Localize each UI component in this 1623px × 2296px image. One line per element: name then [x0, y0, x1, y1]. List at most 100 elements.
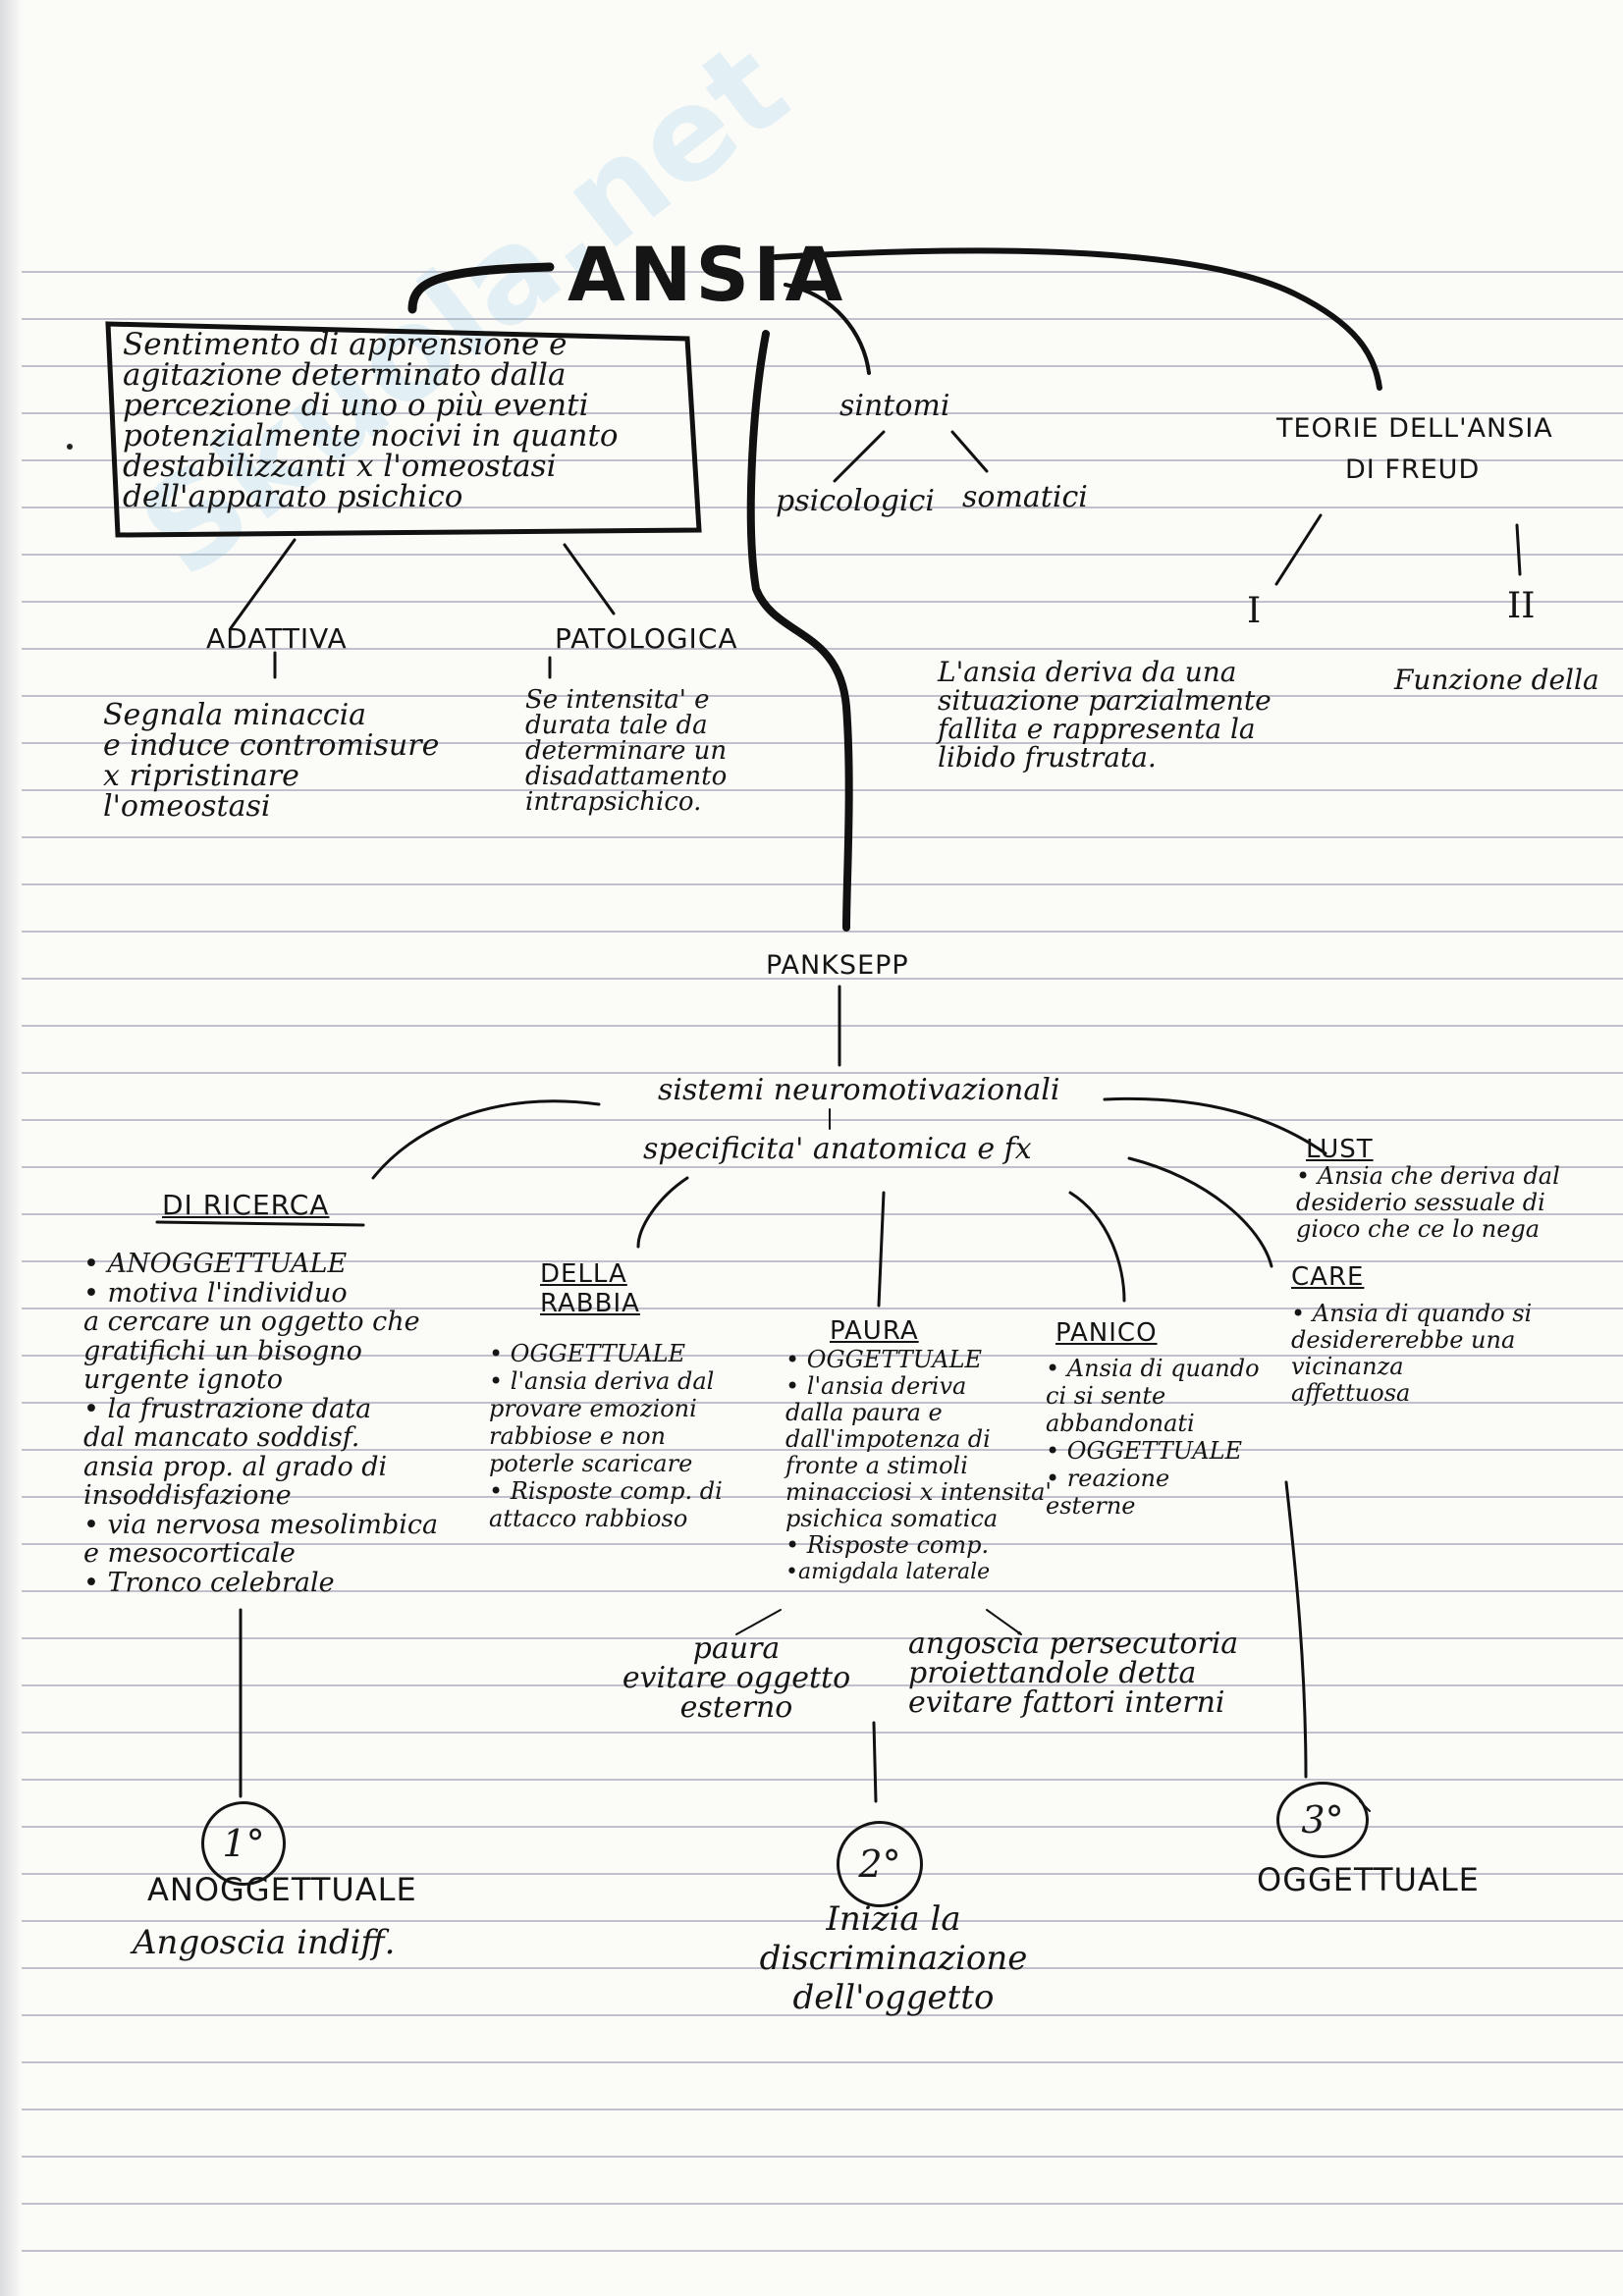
- adattiva-text: Segnala minaccia e induce contromisure x…: [103, 700, 439, 822]
- paura-item: psichica somatica: [785, 1505, 999, 1532]
- stage-2-circle: 2°: [837, 1821, 923, 1907]
- paura-item: •amigdala laterale: [785, 1560, 991, 1584]
- rabbia-item: provare emozioni: [489, 1395, 697, 1422]
- patologica-text: Se intensita' e durata tale da determina…: [525, 687, 727, 815]
- care-label: CARE: [1291, 1262, 1365, 1292]
- care-list: • Ansia di quando si desidererebbe una v…: [1291, 1301, 1532, 1407]
- care-item: desidererebbe una: [1291, 1326, 1516, 1354]
- paura-split-line: evitare fattori interni: [908, 1685, 1225, 1720]
- lust-item: • Ansia che deriva dal: [1296, 1162, 1560, 1190]
- paura-label: PAURA: [830, 1316, 919, 1346]
- ricerca-item: • la frustrazione data: [83, 1393, 372, 1424]
- panico-item: ci si sente: [1046, 1382, 1166, 1410]
- page-title: ANSIA: [568, 231, 847, 318]
- panico-label: PANICO: [1055, 1318, 1158, 1348]
- patologica-line: disadattamento: [525, 762, 728, 791]
- ricerca-item: • motiva l'individuo: [83, 1277, 348, 1308]
- freud-two: II: [1507, 586, 1536, 626]
- adattiva-label: ADATTIVA: [206, 622, 348, 655]
- paura-item: fronte a stimoli: [785, 1452, 968, 1479]
- rabbia-item: • OGGETTUALE: [489, 1340, 686, 1367]
- paura-item: dalla paura e: [785, 1399, 943, 1426]
- freud-one-text: L'ansia deriva da una situazione parzial…: [938, 658, 1271, 772]
- panico-item: • Ansia di quando: [1046, 1355, 1260, 1382]
- ricerca-label: DI RICERCA: [162, 1189, 330, 1221]
- paura-item: minacciosi x intensita': [785, 1478, 1052, 1506]
- ricerca-item: e mesocorticale: [83, 1538, 296, 1569]
- definition-line: potenzialmente nocivi in quanto: [123, 418, 619, 454]
- care-item: affettuosa: [1291, 1379, 1411, 1407]
- patologica-line: intrapsichico.: [525, 787, 702, 817]
- connector-title-left: [407, 262, 555, 314]
- paura-item: • OGGETTUALE: [785, 1346, 983, 1373]
- rabbia-item: poterle scaricare: [489, 1450, 693, 1477]
- patologica-line: determinare un: [525, 736, 728, 766]
- ricerca-item: a cercare un oggetto che: [83, 1307, 420, 1337]
- definition-box: [105, 321, 702, 538]
- panico-item: • reazione: [1046, 1465, 1170, 1492]
- page-edge: [0, 0, 22, 2296]
- paura-item: dall'impotenza di: [785, 1425, 991, 1453]
- stage-2-line: discriminazione: [759, 1939, 1028, 1978]
- stage-2-line: dell'oggetto: [792, 1978, 995, 2017]
- stage-3-label: OGGETTUALE: [1257, 1861, 1480, 1898]
- paura-item: • Risposte comp.: [785, 1531, 990, 1559]
- teorie-label-2: DI FREUD: [1345, 454, 1481, 485]
- freud-line: L'ansia deriva da una: [938, 656, 1237, 688]
- freud-line: situazione parzialmente: [938, 684, 1271, 717]
- ricerca-item: ansia prop. al grado di: [83, 1451, 388, 1482]
- definition-line: dell'apparato psichico: [123, 479, 463, 514]
- panksepp-label: PANKSEPP: [766, 950, 909, 981]
- care-item: • Ansia di quando si: [1291, 1300, 1533, 1327]
- patologica-line: Se intensita' e: [525, 685, 710, 715]
- connector-sintomi: [784, 283, 871, 375]
- paura-split-left: paura evitare oggetto esterno: [609, 1634, 864, 1723]
- paura-split-right: angoscia persecutoria proiettandole dett…: [908, 1629, 1238, 1718]
- paura-split-line: esterno: [679, 1690, 793, 1725]
- teorie-label: TEORIE DELL'ANSIA: [1276, 413, 1553, 444]
- definition-line: Sentimento di apprensione e: [123, 327, 568, 362]
- freud-line: libido frustrata.: [938, 741, 1157, 774]
- lust-item: desiderio sessuale di: [1296, 1189, 1545, 1216]
- adattiva-line: x ripristinare: [103, 759, 299, 793]
- stage-1-label: ANOGGETTUALE: [147, 1871, 417, 1908]
- rabbia-list: • OGGETTUALE • l'ansia deriva dal provar…: [489, 1340, 723, 1532]
- sintomi-label: sintomi: [839, 389, 950, 423]
- lust-label: LUST: [1306, 1135, 1374, 1164]
- paura-split-line: evitare oggetto: [622, 1661, 851, 1695]
- paura-split-line: angoscia persecutoria: [908, 1627, 1239, 1661]
- stage-3-circle: 3°: [1276, 1782, 1369, 1858]
- lust-item: gioco che ce lo nega: [1296, 1215, 1541, 1243]
- stage-1-sub: Angoscia indiff.: [133, 1923, 396, 1962]
- ricerca-item: gratifichi un bisogno: [83, 1335, 362, 1366]
- panico-item: esterne: [1046, 1492, 1136, 1520]
- stage-2-sub: Inizia la discriminazione dell'oggetto: [746, 1899, 1041, 2017]
- connector-main-trunk: [746, 330, 853, 932]
- paura-split-line: paura: [692, 1631, 781, 1666]
- ricerca-item: urgente ignoto: [83, 1364, 284, 1395]
- definition-line: percezione di uno o più eventi: [123, 388, 589, 423]
- patologica-line: durata tale da: [525, 711, 708, 740]
- ricerca-item: • ANOGGETTUALE: [83, 1249, 348, 1279]
- stage-1-circle: 1°: [201, 1801, 286, 1886]
- ricerca-list: • ANOGGETTUALE • motiva l'individuo a ce…: [83, 1250, 438, 1597]
- paura-list: • OGGETTUALE • l'ansia deriva dalla paur…: [785, 1347, 1052, 1585]
- definition-line: agitazione determinato dalla: [123, 357, 567, 393]
- margin-dot: [67, 444, 73, 450]
- sistemi-label: sistemi neuromotivazionali: [658, 1073, 1060, 1107]
- adattiva-line: l'omeostasi: [103, 789, 271, 824]
- stage-2-line: Inizia la: [826, 1899, 961, 1939]
- paura-item: • l'ansia deriva: [785, 1372, 967, 1400]
- rabbia-item: • l'ansia deriva dal: [489, 1367, 715, 1395]
- panico-list: • Ansia di quando ci si sente abbandonat…: [1046, 1355, 1260, 1520]
- ricerca-item: • Tronco celebrale: [83, 1567, 335, 1598]
- definition-line: destabilizzanti x l'omeostasi: [123, 449, 557, 484]
- freud-one: I: [1247, 591, 1262, 631]
- sintomi-somatici: somatici: [962, 480, 1088, 514]
- panico-item: abbandonati: [1046, 1410, 1195, 1437]
- adattiva-line: Segnala minaccia: [103, 698, 367, 732]
- ricerca-item: • via nervosa mesolimbica: [83, 1509, 439, 1540]
- rabbia-item: attacco rabbioso: [489, 1505, 688, 1532]
